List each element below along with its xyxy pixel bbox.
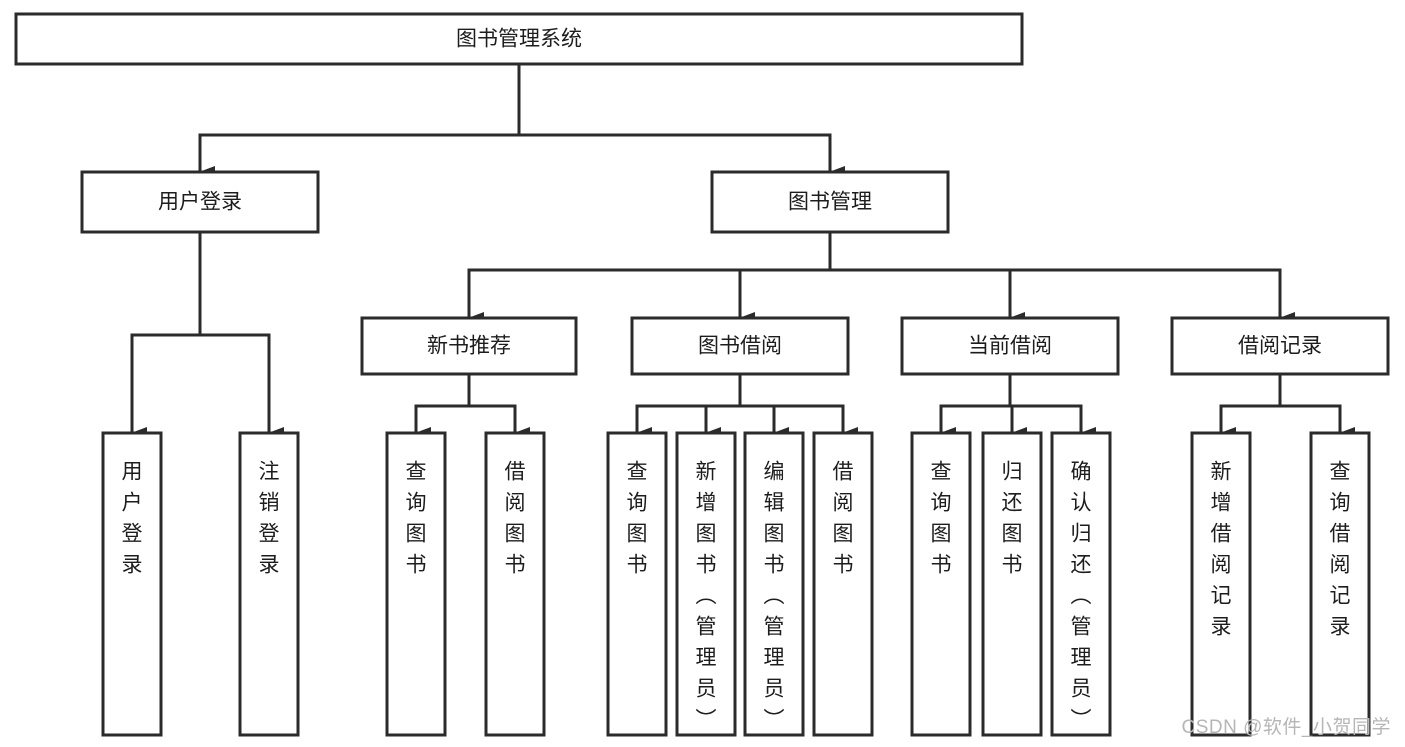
node-label: 新增图书︵管理员︶ [696,460,717,731]
node-新增图书管理员[interactable]: 新增图书︵管理员︶ [675,431,737,737]
node-box[interactable] [101,431,163,737]
node-label: 归还图书 [1002,460,1023,576]
node-box[interactable] [360,316,578,376]
node-查询图书[interactable]: 查询图书 [910,431,972,737]
node-注销登录[interactable]: 注销登录 [238,431,300,737]
node-当前借阅[interactable]: 当前借阅 [900,316,1120,376]
node-box[interactable] [743,431,805,737]
node-用户登录[interactable]: 用户登录 [80,170,320,234]
node-label: 注销登录 [259,460,280,576]
node-新书推荐[interactable]: 新书推荐 [360,316,578,376]
node-label: 新书推荐 [427,335,511,358]
node-box[interactable] [238,431,300,737]
node-box[interactable] [1190,431,1252,737]
node-box[interactable] [1309,431,1371,737]
node-确认归还管理员[interactable]: 确认归还︵管理员︶ [1050,431,1112,737]
node-label: 借阅图书 [505,460,526,576]
node-label: 用户登录 [158,191,242,214]
node-借阅图书[interactable]: 借阅图书 [484,431,546,737]
node-查询借阅记录[interactable]: 查询借阅记录 [1309,431,1371,737]
node-编辑图书管理员[interactable]: 编辑图书︵管理员︶ [743,431,805,737]
node-label: 新增借阅记录 [1211,460,1232,638]
node-图书借阅[interactable]: 图书借阅 [630,316,850,376]
node-box[interactable] [80,170,320,234]
node-label: 查询图书 [406,460,427,576]
node-图书管理[interactable]: 图书管理 [710,170,950,234]
node-layer: 图书管理系统用户登录图书管理新书推荐图书借阅当前借阅借阅记录用户登录注销登录查询… [14,12,1390,737]
node-box[interactable] [910,431,972,737]
node-label: 借阅记录 [1238,335,1322,358]
node-box[interactable] [14,12,1024,66]
node-label: 确认归还︵管理员︶ [1071,460,1092,731]
node-label: 当前借阅 [968,335,1052,358]
node-box[interactable] [812,431,874,737]
node-借阅记录[interactable]: 借阅记录 [1170,316,1390,376]
node-label: 借阅图书 [833,460,854,576]
node-label: 图书管理 [788,191,872,214]
node-用户登录[interactable]: 用户登录 [101,431,163,737]
node-box[interactable] [1050,431,1112,737]
node-box[interactable] [484,431,546,737]
node-box[interactable] [385,431,447,737]
node-归还图书[interactable]: 归还图书 [981,431,1043,737]
node-新增借阅记录[interactable]: 新增借阅记录 [1190,431,1252,737]
connector-layer [130,62,1355,439]
node-box[interactable] [630,316,850,376]
node-label: 查询图书 [627,460,648,576]
node-label: 图书借阅 [698,335,782,358]
node-查询图书[interactable]: 查询图书 [606,431,668,737]
node-box[interactable] [981,431,1043,737]
node-查询图书[interactable]: 查询图书 [385,431,447,737]
node-label: 图书管理系统 [456,28,582,51]
node-label: 查询借阅记录 [1330,460,1351,638]
node-box[interactable] [900,316,1120,376]
node-借阅图书[interactable]: 借阅图书 [812,431,874,737]
node-box[interactable] [675,431,737,737]
node-图书管理系统[interactable]: 图书管理系统 [14,12,1024,66]
node-label: 查询图书 [931,460,952,576]
node-box[interactable] [606,431,668,737]
node-label: 用户登录 [122,460,143,576]
node-box[interactable] [710,170,950,234]
node-box[interactable] [1170,316,1390,376]
node-label: 编辑图书︵管理员︶ [764,460,785,731]
